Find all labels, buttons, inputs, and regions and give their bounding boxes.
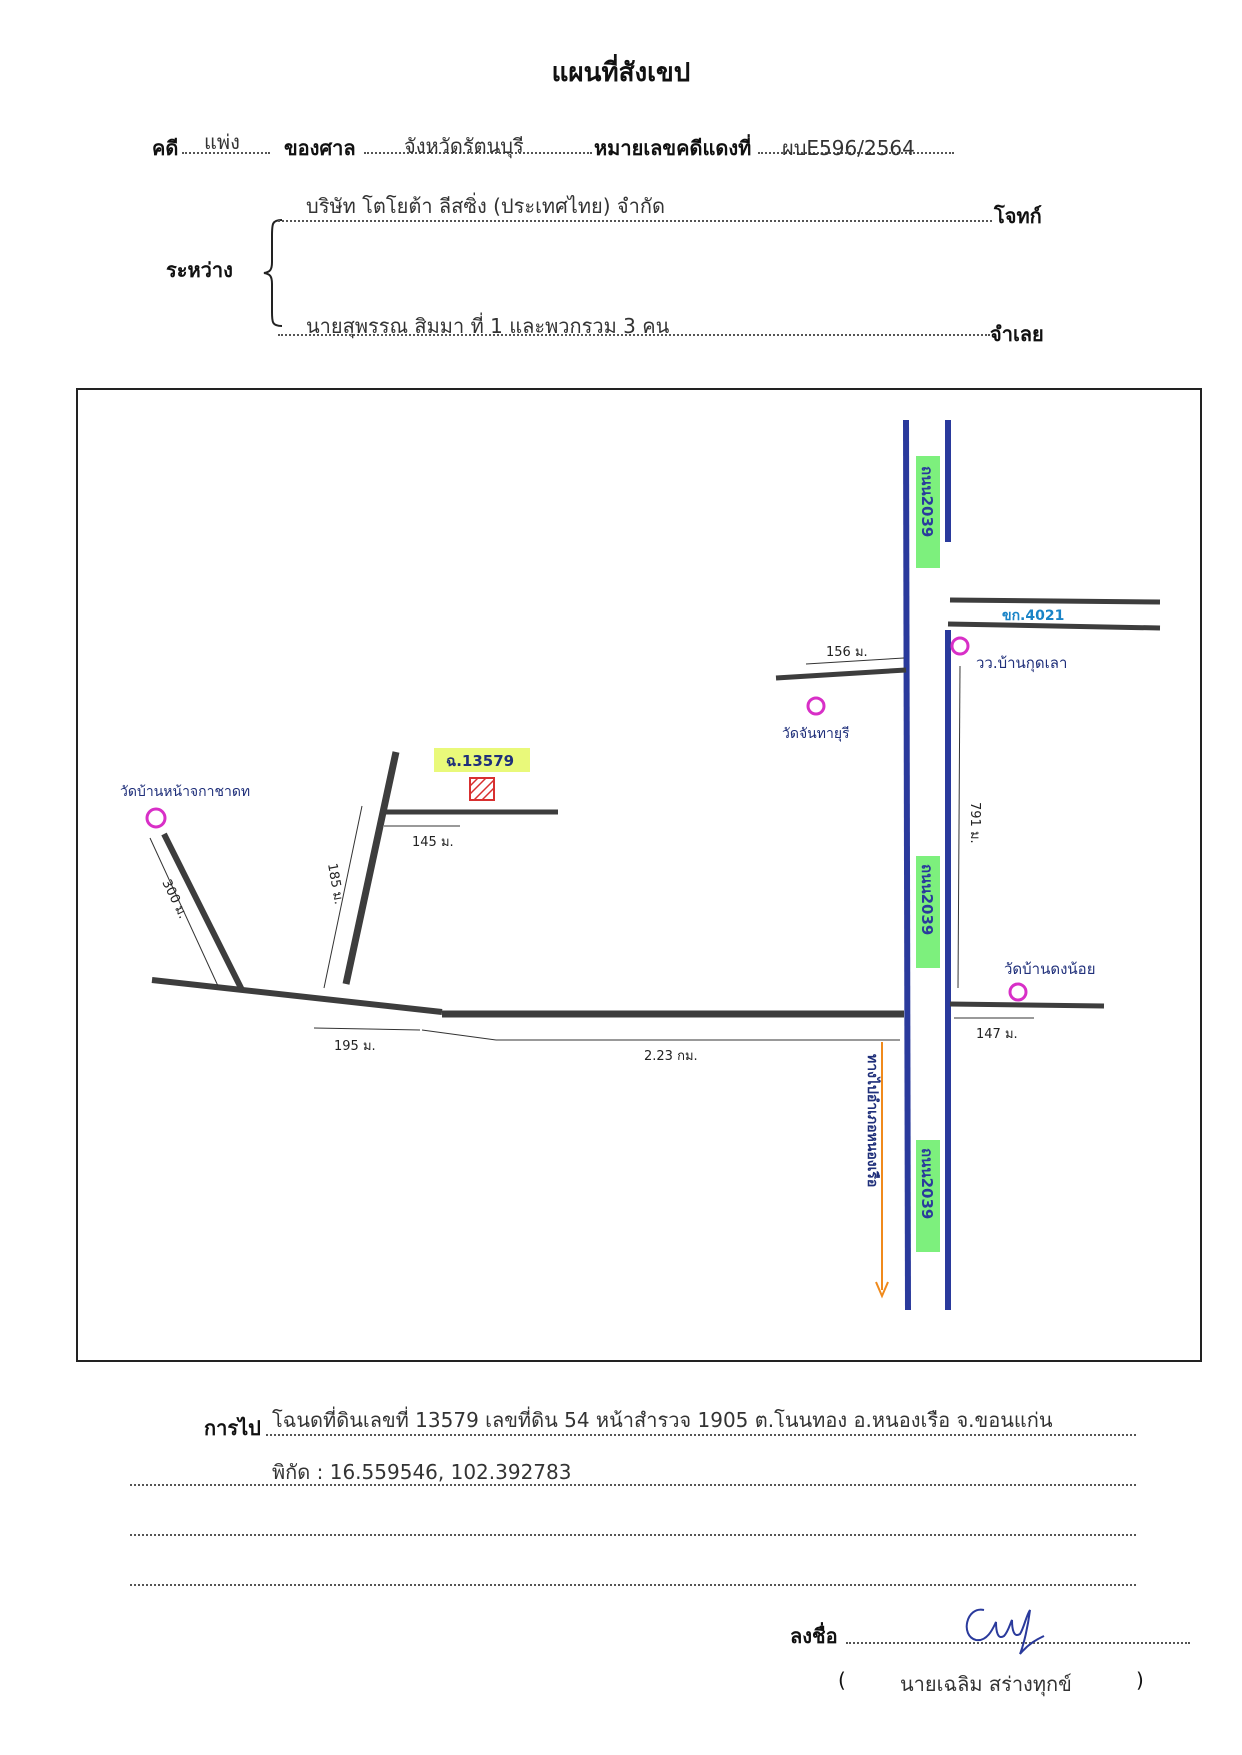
temple-1-label: วัดบ้านหน้าจกาชาดท bbox=[120, 784, 250, 800]
temple-3-label: วว.บ้านกุดเลา bbox=[976, 654, 1067, 673]
case-type: แพ่ง bbox=[204, 130, 240, 154]
defendant-role: จำเลย bbox=[990, 322, 1044, 346]
dim-185 bbox=[323, 805, 363, 989]
side-road-bottom bbox=[947, 621, 1161, 631]
dim-195 bbox=[313, 1027, 421, 1031]
directions-dots-3 bbox=[130, 1534, 1136, 1536]
map-frame: ขก.4021 ถนน2039 ถนน2039 ถนน2039 156 ม. ว… bbox=[76, 388, 1202, 1362]
road-label-3: ถนน2039 bbox=[918, 1148, 936, 1219]
case-label: คดี bbox=[152, 136, 179, 160]
directions-dots-2 bbox=[130, 1484, 1136, 1486]
nw-road bbox=[161, 832, 245, 992]
signature-mark bbox=[965, 1608, 1045, 1655]
dist-223: 2.23 กม. bbox=[644, 1049, 698, 1064]
between-label: ระหว่าง bbox=[166, 258, 233, 282]
road-label-highlight-2 bbox=[916, 856, 940, 968]
road-label-1: ถนน2039 bbox=[918, 466, 936, 537]
dist-145: 145 ม. bbox=[412, 835, 454, 850]
dim-791 bbox=[957, 665, 961, 989]
dist-156: 156 ม. bbox=[826, 645, 868, 660]
court-name: จังหวัดรัตนบุรี bbox=[404, 134, 524, 158]
signature-close-paren: ) bbox=[1136, 1668, 1144, 1692]
dist-195: 195 ม. bbox=[334, 1039, 376, 1054]
case-type-dots bbox=[182, 152, 270, 154]
road-label-highlight-1 bbox=[916, 456, 940, 568]
road-label-highlight-3 bbox=[916, 1140, 940, 1252]
court-dots bbox=[364, 152, 592, 154]
temple-2-label: วัดจันทายุรี bbox=[782, 726, 850, 742]
dist-791: 791 ม. bbox=[967, 802, 982, 844]
parcel-label: ฉ.13579 bbox=[446, 752, 514, 770]
directions-dots-4 bbox=[130, 1584, 1136, 1586]
plaintiff-dots bbox=[278, 220, 992, 222]
direction-label: ทางไปอำเภอหนองเรือ bbox=[864, 1054, 882, 1187]
sketch-map: ขก.4021 ถนน2039 ถนน2039 ถนน2039 156 ม. ว… bbox=[120, 419, 1161, 1311]
dist-185: 185 ม. bbox=[324, 862, 346, 906]
temple-icon-1 bbox=[145, 807, 167, 829]
spur-road-east bbox=[949, 1001, 1105, 1009]
signature-open-paren: ( bbox=[838, 1668, 846, 1692]
dist-300: 300 ม. bbox=[158, 877, 190, 921]
dim-223-a bbox=[421, 1029, 497, 1041]
dim-156 bbox=[805, 657, 905, 665]
temple-icon-2 bbox=[806, 696, 826, 716]
temple-icon-3 bbox=[950, 636, 970, 656]
red-number: ผบE596/2564 bbox=[782, 136, 915, 160]
red-number-dots bbox=[758, 152, 954, 154]
side-road-top bbox=[949, 597, 1161, 605]
direction-arrow-head bbox=[875, 1281, 889, 1299]
dist-147: 147 ม. bbox=[976, 1027, 1018, 1042]
party-brace bbox=[263, 219, 283, 327]
plaintiff-role: โจทก์ bbox=[994, 204, 1042, 228]
side-road-label: ขก.4021 bbox=[1002, 608, 1064, 624]
directions-label: การไป bbox=[204, 1416, 261, 1440]
signature-label: ลงชื่อ bbox=[790, 1624, 838, 1648]
main-road-left-edge bbox=[903, 419, 911, 1311]
parcel-label-bg bbox=[434, 748, 530, 772]
court-label: ของศาล bbox=[284, 136, 356, 160]
spur-road-west bbox=[775, 667, 907, 681]
north-road bbox=[342, 751, 400, 985]
signature-name: นายเฉลิม สร่างทุกข์ bbox=[900, 1672, 1072, 1696]
temple-4-label: วัดบ้านดงน้อย bbox=[1004, 960, 1095, 978]
parcel-hatch bbox=[469, 777, 495, 801]
temple-icon-4 bbox=[1008, 982, 1028, 1002]
west-road bbox=[151, 977, 443, 1015]
defendant-dots bbox=[278, 334, 990, 336]
defendant-name: นายสุพรรณ สิมมา ที่ 1 และพวกรวม 3 คน bbox=[306, 314, 670, 338]
red-number-label: หมายเลขคดีแดงที่ bbox=[594, 136, 752, 160]
signature-dots bbox=[846, 1642, 1190, 1644]
page-title: แผนที่สังเขป bbox=[551, 58, 691, 88]
plaintiff-name: บริษัท โตโยต้า ลีสซิ่ง (ประเทศไทย) จำกัด bbox=[306, 194, 665, 218]
directions-dots-1 bbox=[266, 1434, 1136, 1436]
directions-line-2: พิกัด : 16.559546, 102.392783 bbox=[272, 1460, 572, 1484]
side-road-label-bg bbox=[1000, 606, 1064, 622]
dim-300 bbox=[149, 837, 219, 987]
directions-line-1: โฉนดที่ดินเลขที่ 13579 เลขที่ดิน 54 หน้า… bbox=[272, 1408, 1053, 1432]
road-label-2: ถนน2039 bbox=[918, 864, 936, 935]
